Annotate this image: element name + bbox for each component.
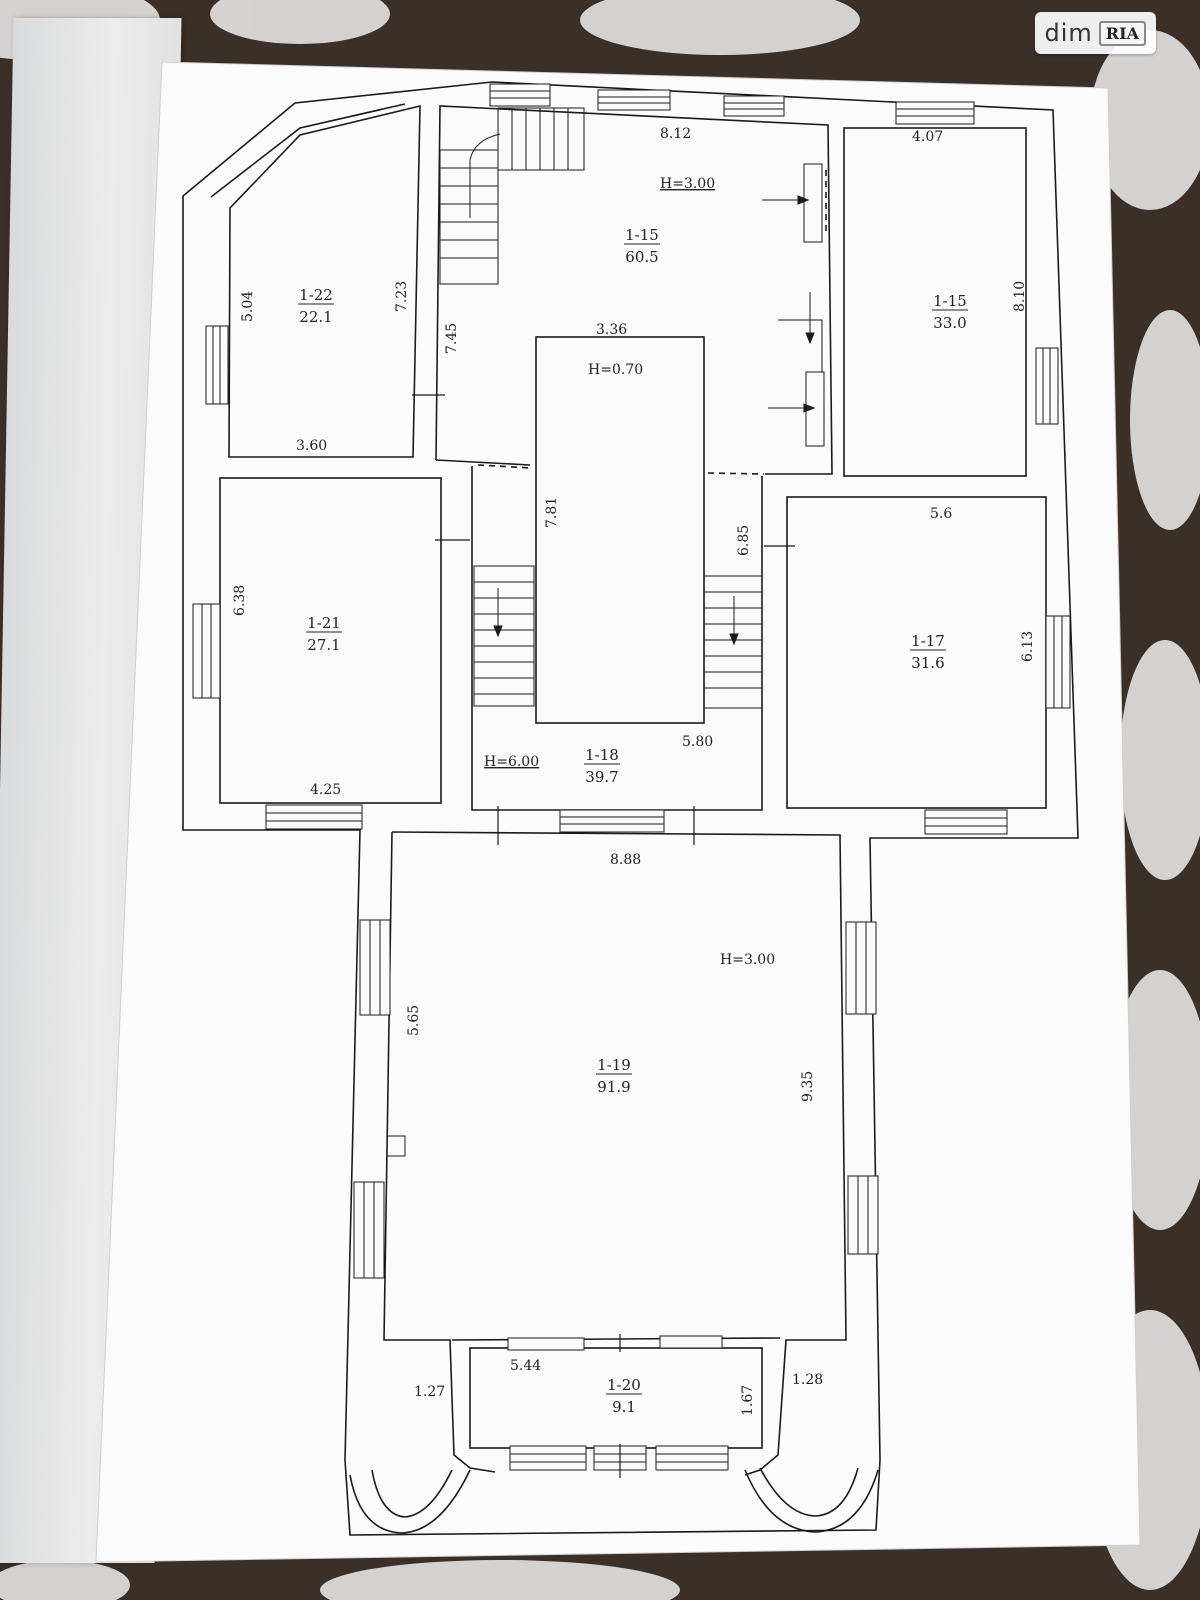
svg-text:6.38: 6.38 bbox=[232, 585, 248, 616]
outer-wall bbox=[182, 81, 1079, 1536]
svg-text:1.67: 1.67 bbox=[740, 1385, 756, 1416]
svg-text:6.85: 6.85 bbox=[736, 525, 752, 556]
bay-right bbox=[744, 1469, 879, 1533]
svg-text:1-19: 1-19 bbox=[597, 1056, 631, 1074]
svg-text:7.23: 7.23 bbox=[394, 281, 410, 312]
svg-text:9.1: 9.1 bbox=[612, 1398, 636, 1416]
stair-core bbox=[535, 336, 705, 724]
svg-text:4.07: 4.07 bbox=[912, 129, 943, 145]
svg-text:7.81: 7.81 bbox=[544, 497, 560, 528]
svg-text:91.9: 91.9 bbox=[597, 1078, 630, 1096]
watermark-brand: dim bbox=[1044, 19, 1093, 47]
svg-text:4.25: 4.25 bbox=[310, 782, 341, 798]
height-labels: H=3.00 H=0.70 H=6.00 H=3.00 bbox=[484, 176, 775, 968]
svg-text:1-15: 1-15 bbox=[625, 226, 659, 244]
svg-text:9.35: 9.35 bbox=[800, 1071, 816, 1102]
bay-left bbox=[349, 1469, 471, 1534]
svg-text:3.60: 3.60 bbox=[296, 438, 327, 454]
stairs bbox=[439, 107, 825, 709]
svg-text:6.13: 6.13 bbox=[1020, 631, 1036, 662]
svg-text:1.28: 1.28 bbox=[792, 1372, 823, 1388]
room-1-17-label: 1-17 31.6 bbox=[910, 632, 946, 672]
svg-text:5.65: 5.65 bbox=[406, 1005, 422, 1036]
room-1-18-label: 1-18 39.7 bbox=[584, 746, 620, 786]
svg-text:39.7: 39.7 bbox=[585, 768, 618, 786]
svg-text:3.36: 3.36 bbox=[596, 322, 627, 338]
svg-text:8.12: 8.12 bbox=[660, 126, 691, 142]
dim-ria-watermark: dim RIA bbox=[1034, 12, 1156, 54]
dimension-labels: 8.12 4.07 5.04 7.23 7.45 8.10 3.36 3.60 … bbox=[232, 126, 1036, 1416]
svg-text:5.04: 5.04 bbox=[240, 291, 256, 322]
svg-text:8.88: 8.88 bbox=[610, 852, 641, 868]
svg-text:8.10: 8.10 bbox=[1012, 281, 1028, 312]
svg-text:5.44: 5.44 bbox=[510, 1358, 541, 1374]
svg-text:1-17: 1-17 bbox=[911, 632, 945, 650]
svg-text:H=3.00: H=3.00 bbox=[660, 176, 715, 192]
svg-text:33.0: 33.0 bbox=[933, 314, 966, 332]
svg-text:H=0.70: H=0.70 bbox=[588, 362, 643, 378]
room-1-22-label: 1-22 22.1 bbox=[298, 286, 334, 326]
room-1-15-wall bbox=[435, 105, 833, 475]
svg-text:5.80: 5.80 bbox=[682, 734, 713, 750]
svg-text:60.5: 60.5 bbox=[625, 248, 658, 266]
svg-text:1-20: 1-20 bbox=[607, 1376, 641, 1394]
room-1-19-wall bbox=[391, 831, 847, 1476]
svg-text:1.27: 1.27 bbox=[414, 1384, 445, 1400]
room-labels: 1-22 22.1 1-15 60.5 1-15 33.0 1-21 27.1 1-17… bbox=[298, 226, 968, 1416]
svg-text:H=3.00: H=3.00 bbox=[720, 952, 775, 968]
svg-text:27.1: 27.1 bbox=[307, 636, 340, 654]
svg-text:5.6: 5.6 bbox=[930, 506, 952, 522]
room-1-15-right-wall bbox=[843, 127, 1027, 477]
svg-text:31.6: 31.6 bbox=[911, 654, 944, 672]
room-1-21-label: 1-21 27.1 bbox=[306, 614, 342, 654]
svg-text:22.1: 22.1 bbox=[299, 308, 332, 326]
room-1-19-label: 1-19 91.9 bbox=[596, 1056, 632, 1096]
room-1-15-right-label: 1-15 33.0 bbox=[932, 292, 968, 332]
svg-text:7.45: 7.45 bbox=[444, 323, 460, 354]
room-1-15-label: 1-15 60.5 bbox=[624, 226, 660, 266]
watermark-logo: RIA bbox=[1098, 20, 1146, 46]
svg-text:1-18: 1-18 bbox=[585, 746, 619, 764]
svg-text:1-15: 1-15 bbox=[933, 292, 967, 310]
room-1-22-wall bbox=[228, 104, 421, 458]
svg-text:1-22: 1-22 bbox=[299, 286, 333, 304]
svg-text:1-21: 1-21 bbox=[307, 614, 341, 632]
svg-text:H=6.00: H=6.00 bbox=[484, 754, 539, 770]
room-1-20-label: 1-20 9.1 bbox=[606, 1376, 642, 1416]
